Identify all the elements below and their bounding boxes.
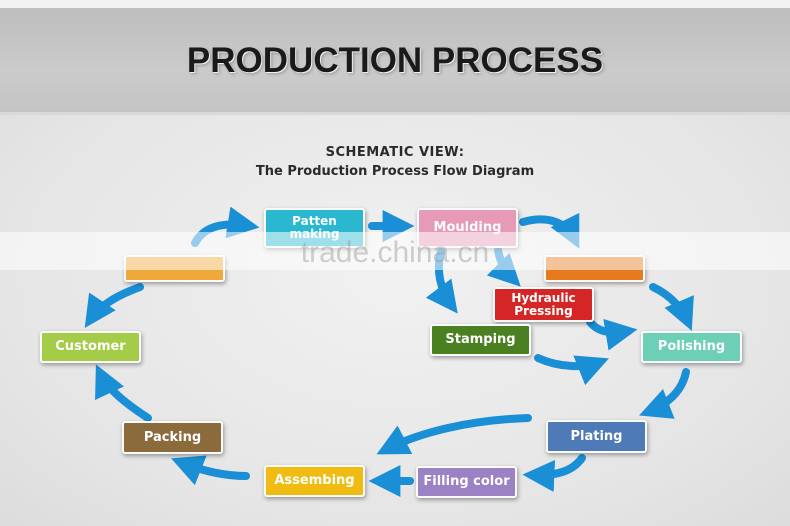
step-plating: Plating [546,420,647,453]
step-packing-label: Packing [143,429,202,445]
arrow-polishing-to-plating [639,368,690,419]
arrow-stamping-to-polishing [534,354,609,386]
schematic-view-label: SCHEMATIC VIEW: [325,145,465,160]
step-stamping: Stamping [430,324,531,356]
arrow-packing-to-customer [95,364,152,422]
step-packing: Packing [122,421,223,454]
step-customer-label: Customer [55,339,126,354]
arrow-testing-to-customer [84,283,144,328]
arrow-hydraulic-to-polishing [586,318,638,351]
header-banner: PRODUCTION PROCESS [0,8,790,115]
step-polishing: Polishing [641,331,742,363]
arrow-plating-to-filling [522,454,586,492]
arrow-assembing-to-packing [171,455,250,486]
step-filling-color: Filling color [416,466,517,498]
step-moulding-label: Moulding [433,220,502,235]
step-hydraulic-pressing: Hydraulic Pressing [493,287,594,322]
watermark-text: trade.china.cn [300,236,490,269]
step-stamping-label: Stamping [445,332,516,347]
diagram-canvas [0,115,790,526]
step-hydraulic-pressing-label: Hydraulic Pressing [511,290,576,318]
step-plating-label: Plating [570,428,623,444]
diagram-subtitle: The Production Process Flow Diagram [255,164,535,179]
arrow-plating-to-assembing [376,414,532,455]
step-polishing-label: Polishing [657,339,726,354]
page-title: PRODUCTION PROCESS [186,41,604,80]
step-assembing: Assembing [264,465,365,497]
arrow-deburring-to-polishing [649,283,694,331]
watermark-band [0,232,790,270]
step-assembing-label: Assembing [274,473,355,488]
top-strip [0,0,790,8]
step-filling-color-label: Filling color [423,474,510,489]
step-customer: Customer [40,331,141,363]
